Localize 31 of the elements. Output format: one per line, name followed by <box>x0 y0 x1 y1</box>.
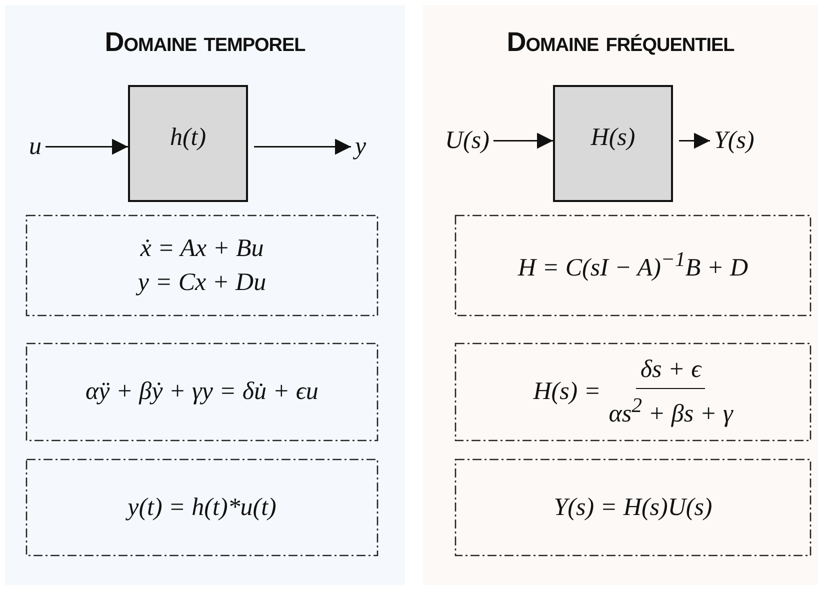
equation: H = C(sI − A)$^{−1}$B + D <box>518 246 748 284</box>
equation-frame <box>26 343 378 441</box>
equation-frame <box>455 343 811 441</box>
domain-panel <box>5 5 405 585</box>
transfer-block <box>553 85 673 202</box>
arrow <box>679 132 710 149</box>
signal-label: U(s) <box>445 127 490 154</box>
block-label: h(t) <box>170 124 206 152</box>
block-label: H(s) <box>590 124 636 152</box>
panel-heading: Domaine temporel <box>104 27 306 58</box>
numerator: δs + ϵ <box>636 352 706 390</box>
signal-label: u <box>29 133 42 160</box>
equation: Y(s) = H(s)U(s) <box>554 492 712 523</box>
arrow <box>493 132 553 149</box>
equation: H(s) = <box>533 377 601 408</box>
equation: y = Cx + Du <box>138 268 266 298</box>
domain-panel <box>423 5 818 585</box>
equation: ẋ = Ax + Bu <box>140 234 264 264</box>
arrow <box>254 138 351 155</box>
equation-frame <box>455 459 811 556</box>
equation: αÿ + βẏ + γy = δu̇ + ϵu <box>86 377 318 408</box>
equation: y(t) = h(t)*u(t) <box>128 492 276 523</box>
equation-frame <box>26 459 378 556</box>
panel-heading: Domaine fréquentiel <box>506 27 734 58</box>
signal-label: Y(s) <box>714 127 754 154</box>
equation-frame <box>455 215 811 316</box>
equation-frame <box>26 215 378 316</box>
denominator: αs$^{2}$ + βs + γ <box>608 392 733 430</box>
transfer-block <box>128 85 248 202</box>
arrow <box>46 138 128 155</box>
signal-label: y <box>355 133 366 160</box>
